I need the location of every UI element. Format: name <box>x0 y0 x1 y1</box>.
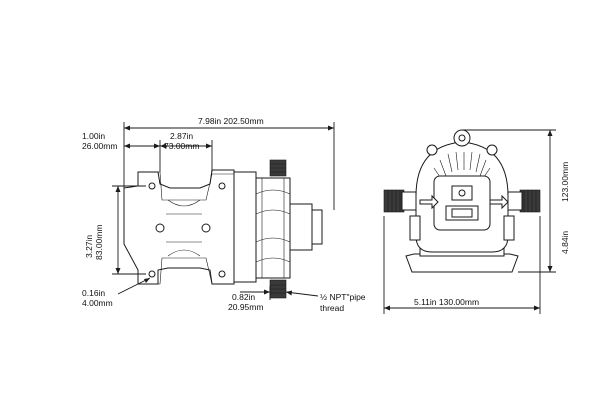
pump-head <box>255 177 291 279</box>
mount-spacing-in-label: 2.87in <box>170 131 193 141</box>
overall-length-label: 7.98in 202.50mm <box>198 116 264 126</box>
front-view-dimensions: 5.11in 130.00mm 4.84in 123.00mm <box>383 129 570 314</box>
mount-hole-bottom-right <box>218 270 226 278</box>
port-length-mm-label: 20.95mm <box>228 302 263 312</box>
front-width-label: 5.11in 130.00mm <box>414 297 479 307</box>
switch-screw <box>458 189 466 197</box>
left-port <box>383 189 405 213</box>
left-clip <box>409 215 421 241</box>
front-view <box>383 129 541 273</box>
front-base <box>405 253 519 273</box>
pipe-thread-label-line1: ½ NPT"pipe <box>320 292 366 302</box>
pump-head-ribs <box>255 178 291 278</box>
outlet-arrow-icon <box>489 194 509 210</box>
inlet-arrow-icon <box>419 194 439 210</box>
flange-offset-mm-label: 26.00mm <box>82 141 117 151</box>
motor-ribs <box>166 199 202 257</box>
right-port <box>519 189 541 213</box>
mount-hole-top-right <box>218 182 226 190</box>
left-port-collar <box>401 191 417 211</box>
mount-spacing-mm-label: 73.00mm <box>164 141 199 151</box>
motor-body <box>123 169 235 285</box>
mounting-plate <box>138 171 234 285</box>
screw-right <box>201 223 211 233</box>
port-threads <box>387 190 537 212</box>
pump-flange <box>233 171 257 283</box>
housing-fins <box>433 151 491 181</box>
mount-hole-bottom-left <box>148 270 156 278</box>
front-height-mm-label: 123.00mm <box>560 162 570 202</box>
right-clip <box>503 215 515 241</box>
mount-height-mm-label: 83.00mm <box>94 225 104 260</box>
side-view-dimensions: 7.98in 202.50mm 1.00in 26.00mm 2.87in 73… <box>82 116 366 313</box>
left-lug <box>426 144 438 156</box>
side-view <box>123 159 323 299</box>
front-height-in-label: 4.84in <box>560 231 570 254</box>
hole-dia-mm-label: 4.00mm <box>82 298 113 308</box>
center-panel <box>433 175 491 231</box>
mount-hole-top-left <box>148 182 156 190</box>
side-fitting-cap <box>311 209 323 245</box>
pipe-thread-label-line2: thread <box>320 303 344 313</box>
side-fitting <box>289 203 313 251</box>
hole-dia-in-label: 0.16in <box>82 288 105 298</box>
port-length-in-label: 0.82in <box>232 292 255 302</box>
top-port-thread <box>270 163 286 173</box>
bottom-port-thread <box>270 284 286 294</box>
screw-left <box>155 223 165 233</box>
flange-offset-in-label: 1.00in <box>82 131 105 141</box>
mount-height-in-label: 3.27in <box>84 235 94 258</box>
name-plate-inner <box>451 208 473 218</box>
right-lug <box>486 144 498 156</box>
top-lug-hole <box>458 134 466 142</box>
right-port-collar <box>507 191 523 211</box>
